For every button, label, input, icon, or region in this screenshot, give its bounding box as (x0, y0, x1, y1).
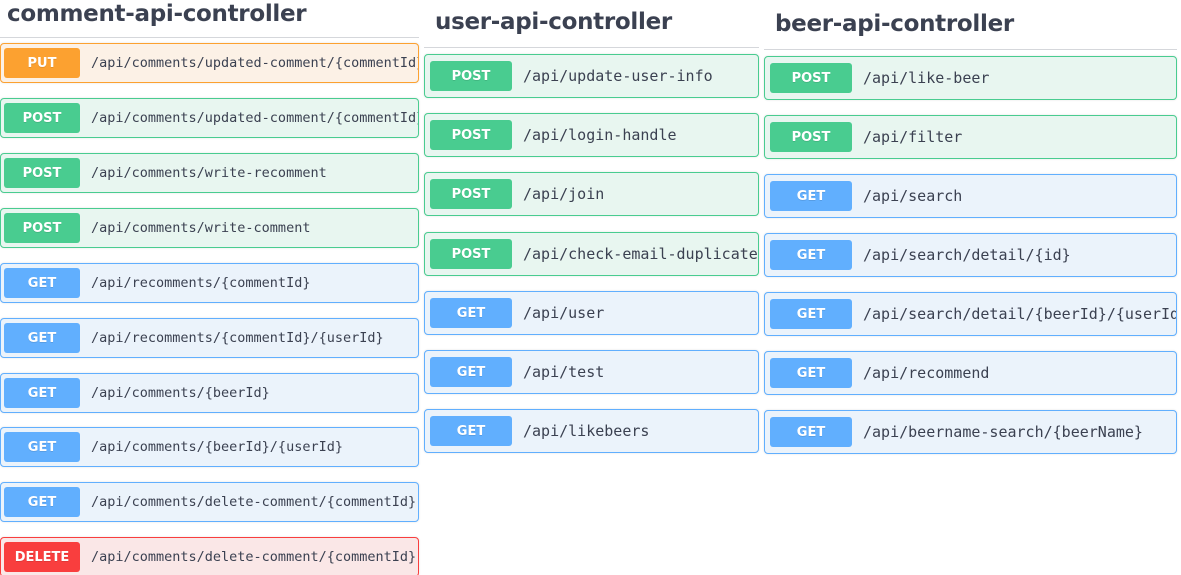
method-badge-get: GET (770, 417, 852, 447)
operation-row[interactable]: GET /api/comments/{beerId} (0, 373, 419, 413)
operation-row[interactable]: GET /api/comments/{beerId}/{userId} (0, 427, 419, 467)
operation-row[interactable]: GET /api/beername-search/{beerName} (764, 410, 1177, 454)
operation-row[interactable]: GET /api/search/detail/{id} (764, 233, 1177, 277)
method-badge-post: POST (430, 120, 512, 150)
method-badge-post: POST (430, 61, 512, 91)
method-badge-get: GET (770, 240, 852, 270)
method-badge-post: POST (4, 213, 80, 243)
operation-row[interactable]: GET /api/likebeers (424, 409, 759, 453)
method-badge-post: POST (770, 63, 852, 93)
operation-row[interactable]: POST /api/update-user-info (424, 54, 759, 98)
operation-path: /api/like-beer (863, 69, 990, 87)
method-badge-get: GET (770, 299, 852, 329)
operation-path: /api/comments/delete-comment/{commentId} (91, 549, 417, 565)
method-badge-get: GET (4, 268, 80, 298)
operation-path: /api/filter (863, 128, 963, 146)
method-badge-get: GET (4, 432, 80, 462)
operation-path: /api/comments/write-comment (91, 220, 311, 236)
operation-path: /api/join (523, 185, 605, 203)
method-badge-put: PUT (4, 48, 80, 78)
operation-path: /api/search/detail/{beerId}/{userId} (863, 305, 1176, 323)
operation-row[interactable]: POST /api/login-handle (424, 113, 759, 157)
operation-path: /api/check-email-duplicate (523, 245, 758, 263)
operation-path: /api/update-user-info (523, 67, 713, 85)
operation-row[interactable]: GET /api/search/detail/{beerId}/{userId} (764, 292, 1177, 336)
operation-row[interactable]: GET /api/search (764, 174, 1177, 218)
operation-path: /api/user (523, 304, 605, 322)
method-badge-post: POST (4, 158, 80, 188)
operation-path: /api/comments/delete-comment/{commentId} (91, 494, 417, 510)
operation-path: /api/recommend (863, 364, 990, 382)
title-divider (0, 37, 419, 38)
method-badge-post: POST (430, 179, 512, 209)
operation-row[interactable]: GET /api/comments/delete-comment/{commen… (0, 482, 419, 522)
operation-row[interactable]: POST /api/like-beer (764, 56, 1177, 100)
method-badge-get: GET (4, 487, 80, 517)
operation-path: /api/recomments/{commentId} (91, 275, 311, 291)
method-badge-get: GET (770, 358, 852, 388)
method-badge-get: GET (4, 323, 80, 353)
operation-path: /api/comments/updated-comment/{commentId… (91, 110, 418, 126)
method-badge-get: GET (430, 357, 512, 387)
method-badge-post: POST (770, 122, 852, 152)
operation-path: /api/search (863, 187, 963, 205)
operation-path: /api/search/detail/{id} (863, 246, 1071, 264)
operation-path: /api/login-handle (523, 126, 677, 144)
method-badge-post: POST (4, 103, 80, 133)
operation-row[interactable]: GET /api/test (424, 350, 759, 394)
method-badge-get: GET (430, 298, 512, 328)
operation-path: /api/test (523, 363, 605, 381)
title-divider (764, 49, 1177, 50)
operation-row[interactable]: GET /api/recommend (764, 351, 1177, 395)
method-badge-post: POST (430, 239, 512, 269)
operation-path: /api/comments/{beerId} (91, 385, 270, 401)
operation-row[interactable]: GET /api/recomments/{commentId} (0, 263, 419, 303)
operation-row[interactable]: GET /api/recomments/{commentId}/{userId} (0, 318, 419, 358)
operation-row[interactable]: POST /api/check-email-duplicate (424, 232, 759, 276)
controller-title[interactable]: user-api-controller (435, 9, 672, 35)
operation-path: /api/comments/{beerId}/{userId} (91, 439, 343, 455)
operation-row[interactable]: PUT /api/comments/updated-comment/{comme… (0, 43, 419, 83)
operation-path: /api/beername-search/{beerName} (863, 423, 1143, 441)
method-badge-get: GET (430, 416, 512, 446)
controller-title[interactable]: comment-api-controller (7, 1, 307, 27)
operation-row[interactable]: POST /api/comments/updated-comment/{comm… (0, 98, 419, 138)
operation-row[interactable]: POST /api/filter (764, 115, 1177, 159)
operation-path: /api/comments/updated-comment/{commentId… (91, 55, 418, 71)
operation-path: /api/recomments/{commentId}/{userId} (91, 330, 384, 346)
controller-title[interactable]: beer-api-controller (775, 11, 1014, 37)
method-badge-get: GET (4, 378, 80, 408)
operation-path: /api/likebeers (523, 422, 650, 440)
operation-row[interactable]: POST /api/join (424, 172, 759, 216)
operation-row[interactable]: DELETE /api/comments/delete-comment/{com… (0, 537, 419, 575)
title-divider (424, 47, 759, 48)
method-badge-get: GET (770, 181, 852, 211)
method-badge-delete: DELETE (4, 542, 80, 572)
operation-row[interactable]: GET /api/user (424, 291, 759, 335)
operation-row[interactable]: POST /api/comments/write-comment (0, 208, 419, 248)
operation-row[interactable]: POST /api/comments/write-recomment (0, 153, 419, 193)
operation-path: /api/comments/write-recomment (91, 165, 327, 181)
